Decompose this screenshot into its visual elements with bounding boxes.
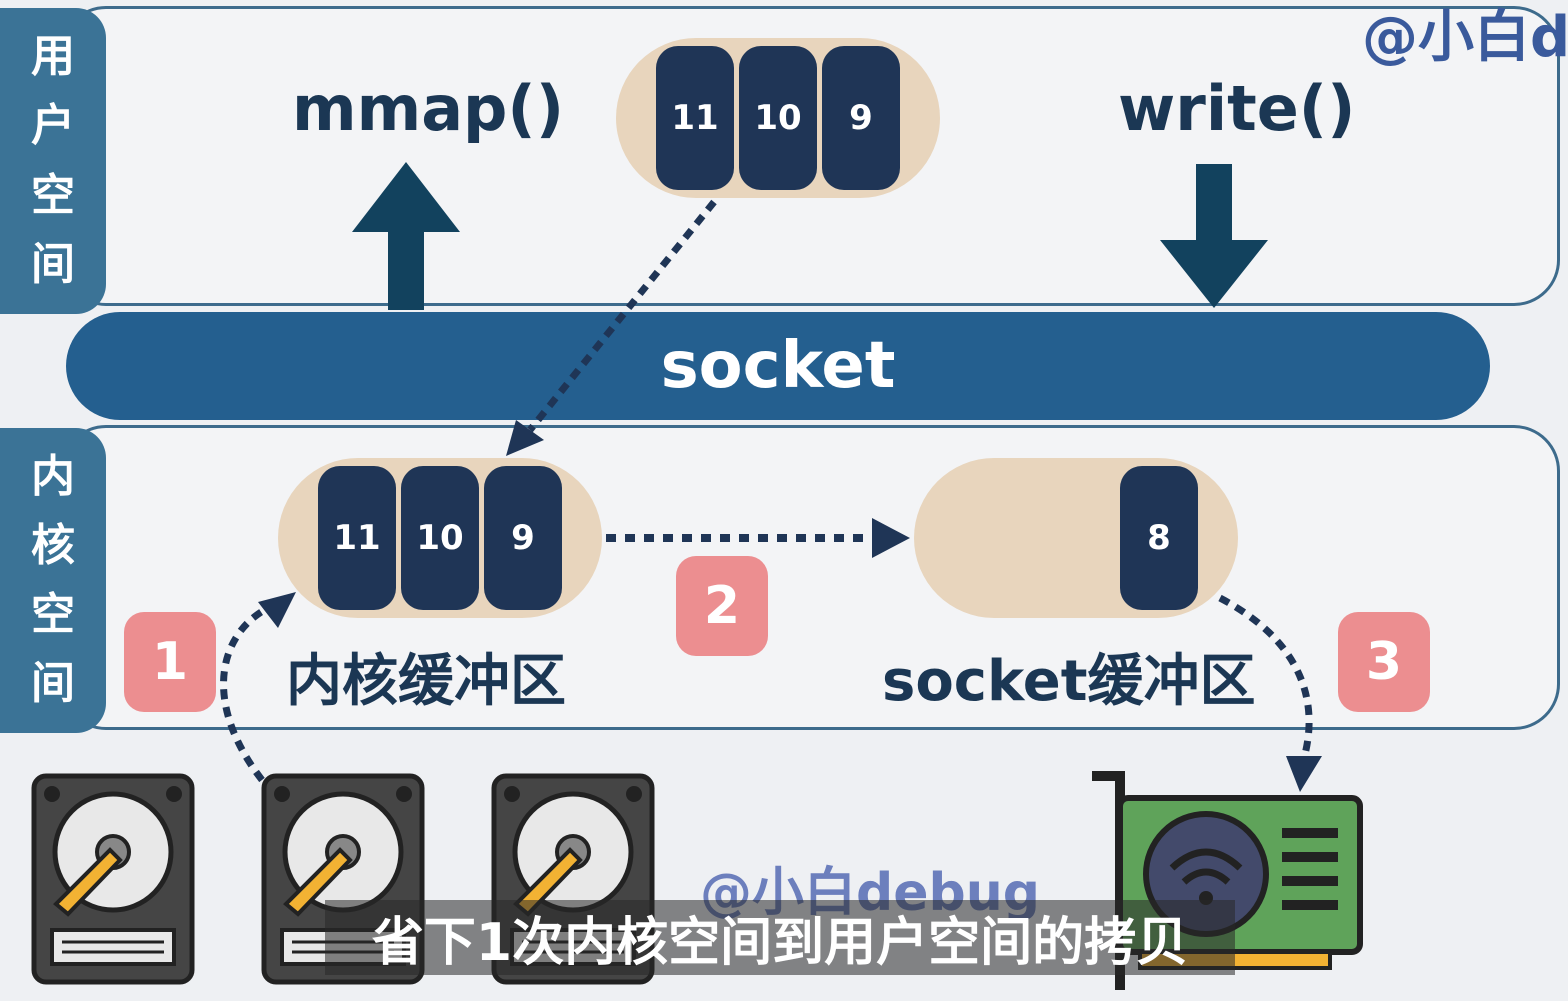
dma-read-dotted-arrow: [220, 592, 296, 783]
user-space-char: 户: [31, 100, 75, 152]
data-block: 10: [739, 46, 817, 190]
user-space-tab: 用 户 空 间: [0, 8, 106, 314]
data-block: 8: [1120, 466, 1198, 610]
subtitle-text: 省下1次内核空间到用户空间的拷贝: [371, 913, 1189, 973]
data-block: 9: [822, 46, 900, 190]
subtitle-caption: 省下1次内核空间到用户空间的拷贝: [325, 900, 1235, 975]
step-badge-1: 1: [124, 612, 216, 712]
kernel-space-char: 核: [31, 519, 75, 571]
user-space-char: 间: [31, 239, 75, 291]
write-label: write(): [1118, 72, 1356, 145]
data-block: 9: [484, 466, 562, 610]
user-space-char: 用: [31, 30, 75, 82]
socket-buffer-label: socket缓冲区: [882, 649, 1256, 714]
watermark-top-right: @小白d: [1362, 5, 1568, 70]
socket-bar: socket: [66, 312, 1490, 420]
step-badge-3: 3: [1338, 612, 1430, 712]
data-block: 10: [401, 466, 479, 610]
socket-label: socket: [660, 329, 896, 403]
step-badge-2: 2: [676, 556, 768, 656]
hard-disk-icon: [261, 773, 425, 985]
data-block: 11: [656, 46, 734, 190]
kernel-space-char: 空: [31, 589, 75, 641]
mapping-dotted-arrow: [506, 199, 717, 456]
kernel-buffer-label: 内核缓冲区: [286, 649, 566, 714]
mmap-up-arrow: [352, 162, 460, 310]
data-block: 11: [318, 466, 396, 610]
write-down-arrow: [1160, 164, 1268, 308]
dma-send-dotted-arrow: [1218, 594, 1322, 792]
kernel-space-tab: 内 核 空 间: [0, 428, 106, 733]
kernel-space-char: 间: [31, 658, 75, 710]
hard-disk-icon: [31, 773, 195, 985]
mmap-label: mmap(): [292, 72, 565, 145]
user-space-char: 空: [31, 169, 75, 221]
copy-dotted-arrow: [606, 518, 910, 558]
kernel-space-char: 内: [31, 450, 75, 502]
